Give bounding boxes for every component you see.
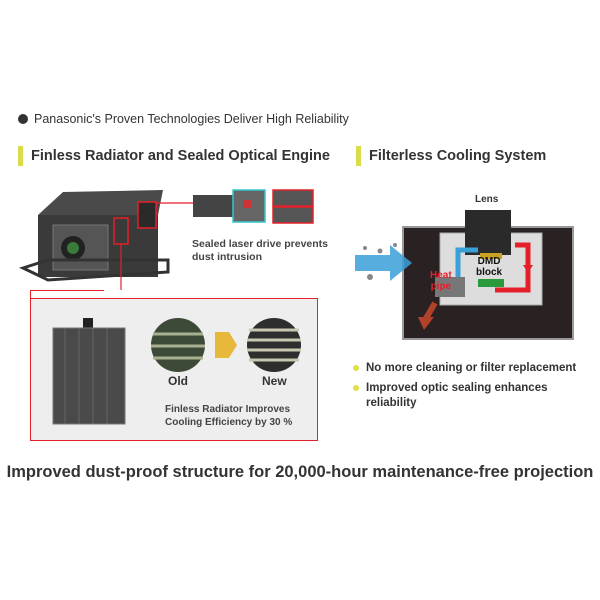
right-title-text: Filterless Cooling System <box>369 148 547 164</box>
lens-label: Lens <box>475 194 499 205</box>
dmd-line1: DMD <box>477 256 501 267</box>
radiator-caption-line1: Finless Radiator Improves <box>165 404 291 415</box>
bullet-text: No more cleaning or filter replacement <box>366 362 577 374</box>
new-label: New <box>262 374 287 388</box>
bullet-dot-icon <box>353 365 359 371</box>
intro-heading: Panasonic's Proven Technologies Deliver … <box>18 112 349 126</box>
bullet-item: Improved optic sealing enhances reliabil… <box>353 381 563 411</box>
heat-pipe-line1: Heat <box>430 270 452 281</box>
projector-illustration <box>18 189 314 290</box>
heat-pipe-line2: pipe <box>430 281 452 292</box>
right-section-title: Filterless Cooling System <box>356 146 546 166</box>
accent-bar <box>18 146 23 166</box>
footer-headline: Improved dust-proof structure for 20,000… <box>6 463 594 481</box>
accent-bar <box>356 146 361 166</box>
left-title-text: Finless Radiator and Sealed Optical Engi… <box>31 148 330 164</box>
intro-text: Panasonic's Proven Technologies Deliver … <box>34 112 349 126</box>
cooling-diagram <box>355 210 574 340</box>
bullet-dot-icon <box>18 114 28 124</box>
bullet-dot-icon <box>353 385 359 391</box>
bullet-item: No more cleaning or filter replacement <box>353 361 593 376</box>
bullet-text: Improved optic sealing enhances reliabil… <box>366 382 548 409</box>
laser-caption-line1: Sealed laser drive prevents <box>192 238 328 250</box>
dmd-line2: block <box>476 267 503 278</box>
radiator-illustration <box>52 318 301 425</box>
callout-line <box>30 290 104 298</box>
left-section-title: Finless Radiator and Sealed Optical Engi… <box>18 146 330 166</box>
old-label: Old <box>168 374 188 388</box>
laser-caption-line2: dust intrusion <box>192 251 262 263</box>
radiator-caption-line2: Cooling Efficiency by 30 % <box>165 417 293 428</box>
